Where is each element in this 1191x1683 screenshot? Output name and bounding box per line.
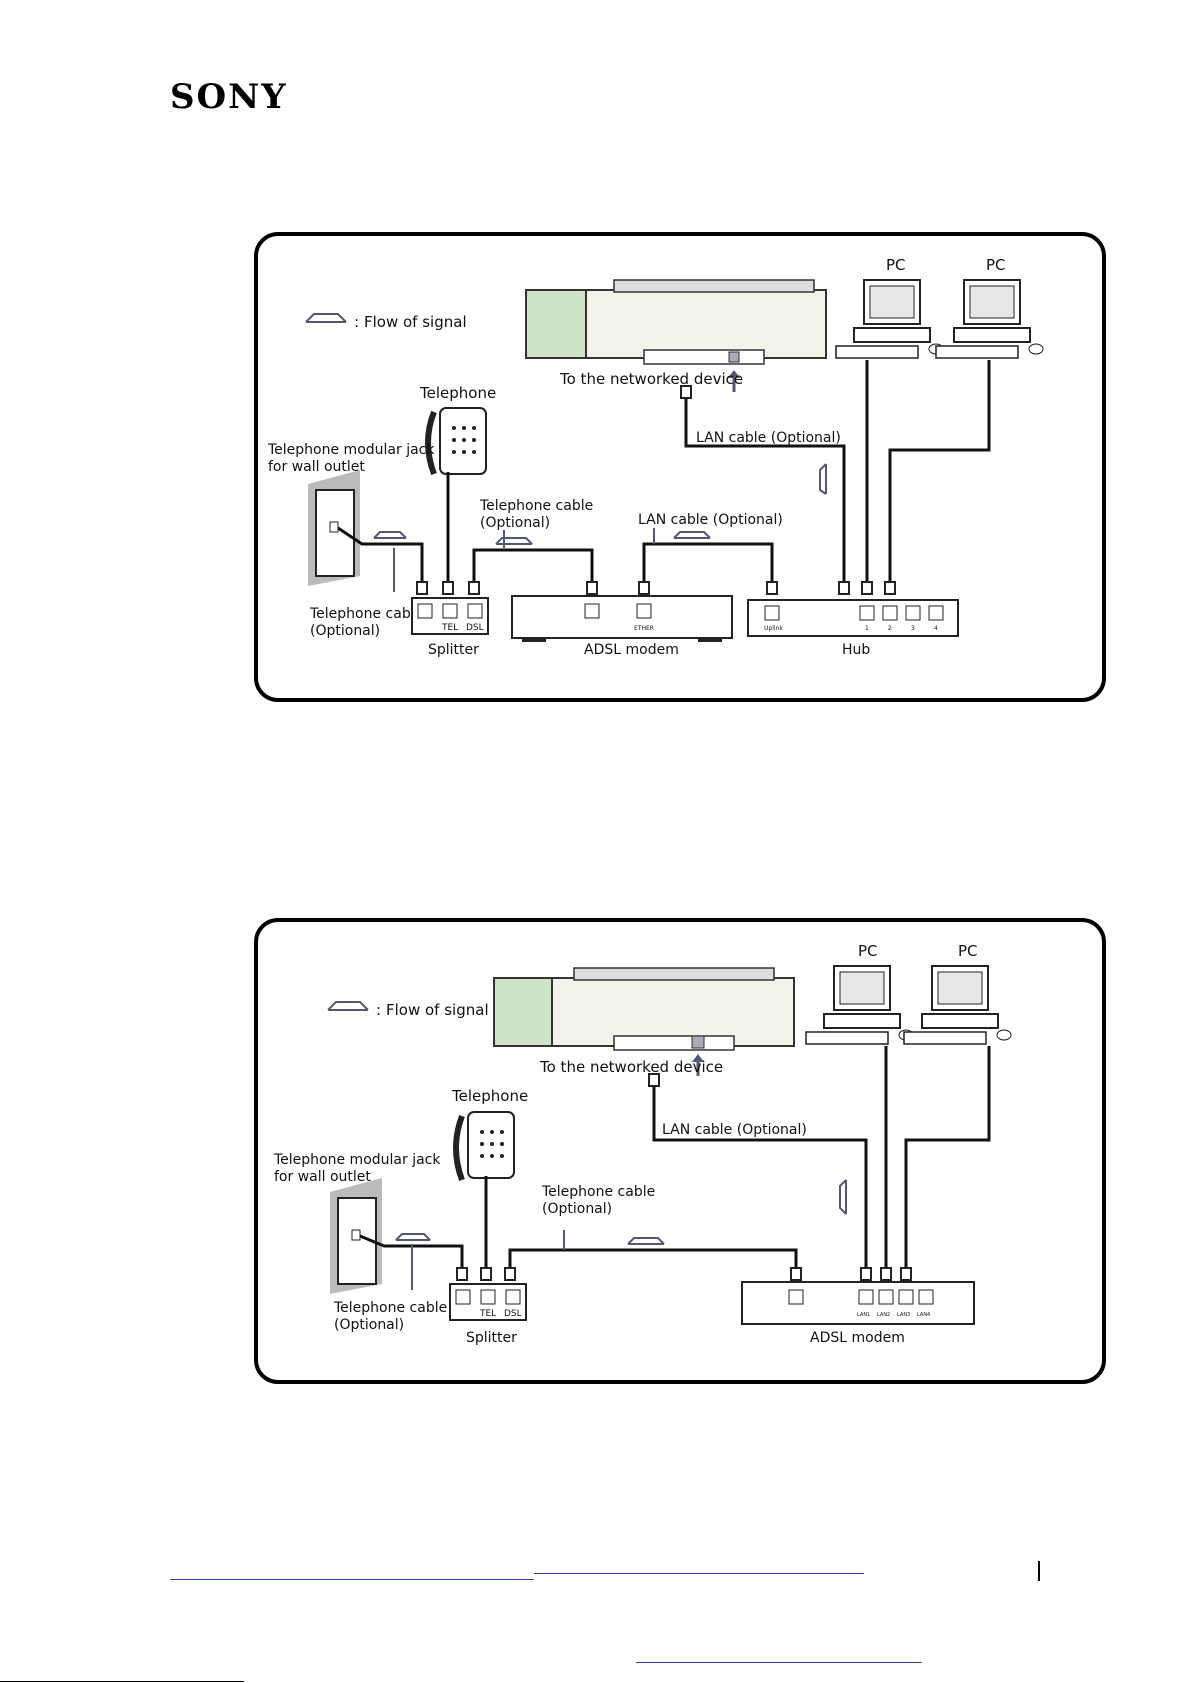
modem-lan3-label: LAN3 [897, 1312, 910, 1318]
hub-port-3-label: 3 [911, 625, 915, 632]
hub-uplink-label: Uplink [764, 625, 783, 632]
diagram-hub-svg: : Flow of signal To the networked device… [254, 232, 1106, 702]
modem-lan2-label: LAN2 [877, 1312, 890, 1318]
sony-logo: SONY [170, 77, 288, 117]
pc-2-icon [903, 965, 1012, 1045]
telephone-label: Telephone [451, 1087, 528, 1105]
networked-device-label: To the networked device [539, 1058, 723, 1076]
splitter-tel-label: TEL [479, 1309, 496, 1319]
pc-2-icon [935, 279, 1044, 359]
connectors [456, 1073, 912, 1281]
connectors [416, 385, 896, 595]
tel-cable-mid-label-2: (Optional) [480, 515, 550, 531]
legend-label: Flow of signal [364, 313, 467, 331]
diagram-hub-setup: : Flow of signal To the networked device… [254, 232, 1106, 702]
telephone-icon [425, 407, 487, 476]
signal-arrow-icon [305, 313, 347, 323]
telephone-label: Telephone [419, 384, 496, 402]
tel-cable-mid-label-1: Telephone cable [479, 498, 593, 514]
tel-cable-left-label-2: (Optional) [310, 623, 380, 639]
tel-cable-left-label-1: Telephone cable [309, 606, 423, 622]
footer-link-underline-3[interactable] [636, 1662, 922, 1663]
flow-of-signal-legend: : Flow of signal [305, 313, 467, 331]
hub-port-1-label: 1 [865, 625, 869, 632]
hub-label: Hub [842, 642, 870, 658]
pc-1-label: PC [858, 942, 878, 960]
lan-cable-top-label: LAN cable (Optional) [696, 430, 841, 446]
pc-1-label: PC [886, 256, 906, 274]
legend-label: Flow of signal [386, 1001, 489, 1019]
splitter-icon [411, 597, 489, 635]
cables [337, 360, 991, 582]
adsl-modem-label: ADSL modem [584, 642, 679, 658]
networked-device-icon [493, 967, 795, 1076]
tel-cable-left-label-1: Telephone cable [333, 1300, 447, 1316]
pc-2-label: PC [986, 256, 1006, 274]
splitter-dsl-label: DSL [504, 1309, 522, 1319]
adsl-modem-icon [741, 1281, 975, 1325]
hub-icon [747, 599, 959, 637]
modem-lan1-label: LAN1 [857, 1312, 870, 1318]
lan-cable-mid-label: LAN cable (Optional) [638, 512, 783, 528]
signal-arrow-icon [327, 1001, 369, 1011]
footer-link-underline-1[interactable] [170, 1579, 534, 1580]
splitter-label: Splitter [466, 1330, 517, 1346]
modem-lan4-label: LAN4 [917, 1312, 930, 1318]
pc-1-icon [835, 279, 944, 359]
splitter-icon [449, 1283, 527, 1321]
legend-colon: : [354, 313, 359, 331]
legend-colon: : [376, 1001, 381, 1019]
flow-arrows [373, 463, 827, 592]
lan-cable-label: LAN cable (Optional) [662, 1122, 807, 1138]
footer-link-underline-2[interactable] [534, 1573, 864, 1574]
tel-cable-left-label-2: (Optional) [334, 1317, 404, 1333]
adsl-modem-icon [511, 595, 733, 642]
modular-jack-label-1: Telephone modular jack [273, 1152, 441, 1168]
tel-cable-mid-label-2: (Optional) [542, 1201, 612, 1217]
telephone-icon [453, 1111, 515, 1182]
wall-outlet-icon [330, 1178, 382, 1294]
flow-arrows [395, 1179, 847, 1290]
hub-port-2-label: 2 [888, 625, 892, 632]
pc-2-label: PC [958, 942, 978, 960]
diagram-frame [254, 918, 1106, 1384]
networked-device-icon [525, 279, 827, 392]
diagram-direct-svg: : Flow of signal To the networked device… [254, 918, 1106, 1384]
adsl-modem-label: ADSL modem [810, 1330, 905, 1346]
tel-cable-mid-label-1: Telephone cable [541, 1184, 655, 1200]
modular-jack-label-2: for wall outlet [274, 1169, 371, 1185]
networked-device-label: To the networked device [559, 370, 743, 388]
diagram-direct-setup: : Flow of signal To the networked device… [254, 918, 1106, 1384]
footnote-rule [0, 1681, 244, 1682]
modular-jack-label-2: for wall outlet [268, 459, 365, 475]
modem-ether-label: ETHER [634, 625, 654, 632]
wall-outlet-icon [308, 470, 360, 586]
splitter-label: Splitter [428, 642, 479, 658]
modular-jack-label-1: Telephone modular jack [267, 442, 435, 458]
cables [359, 1046, 991, 1268]
splitter-dsl-label: DSL [466, 623, 484, 633]
splitter-tel-label: TEL [441, 623, 458, 633]
footer-page-separator [1038, 1561, 1040, 1581]
pc-1-icon [805, 965, 914, 1045]
flow-of-signal-legend: : Flow of signal [327, 1001, 489, 1019]
hub-port-4-label: 4 [934, 625, 938, 632]
